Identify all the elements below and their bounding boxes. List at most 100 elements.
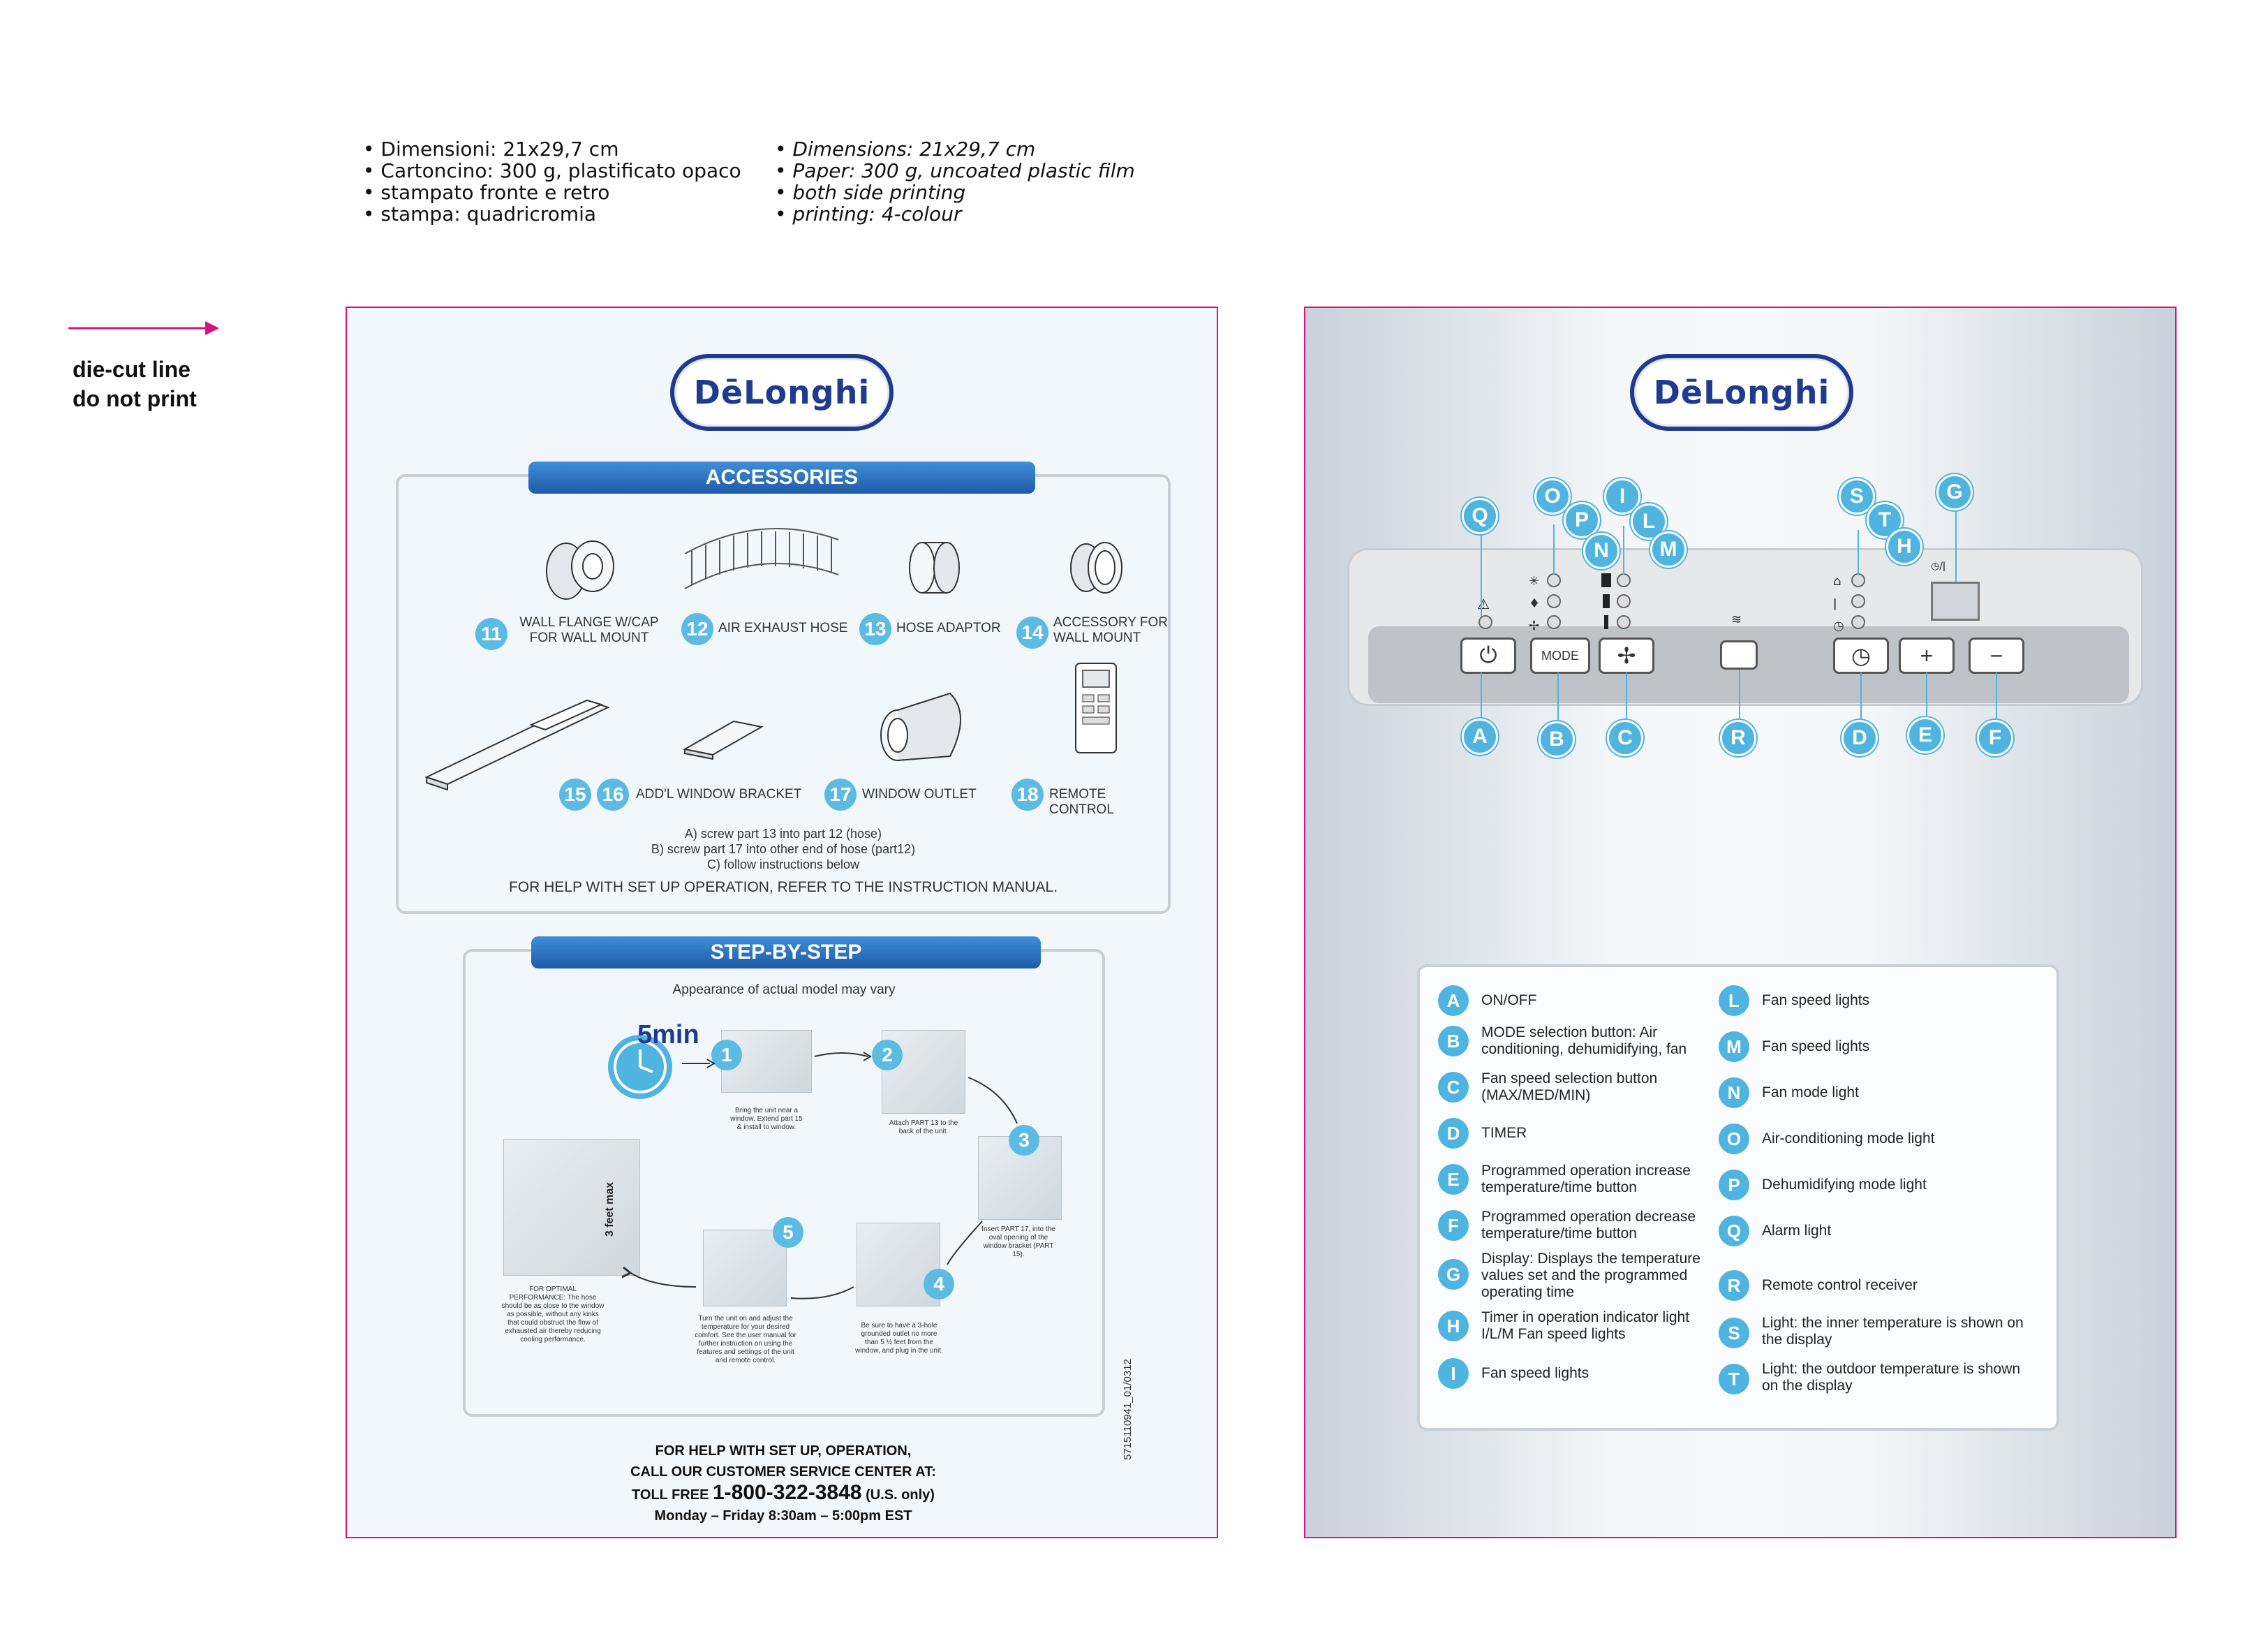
legend-text: Fan speed selection button (MAX/MED/MIN) [1481, 1070, 1658, 1103]
callout-line [1955, 510, 1957, 582]
part-number-badge: 12 [681, 613, 713, 645]
step-by-step-box: STEP-BY-STEP Appearance of actual model … [463, 936, 1105, 1417]
callout-f: F [1977, 720, 2013, 756]
speed-med-led [1617, 594, 1631, 608]
legend-badge: L [1719, 985, 1749, 1016]
part-number-badge: 18 [1011, 779, 1044, 811]
legend-text: Remote control receiver [1762, 1277, 1918, 1293]
callout-p: P [1564, 502, 1600, 538]
remote-receiver [1720, 640, 1758, 670]
callout-line [1557, 672, 1559, 724]
callout-line [1926, 672, 1927, 720]
wifi-icon: ≋ [1731, 612, 1742, 627]
us-only-label: (U.S. only) [866, 1487, 935, 1503]
legend-badge: M [1719, 1031, 1749, 1062]
part-number-badge: 11 [475, 618, 507, 650]
spec-line: • printing: 4-colour [775, 202, 962, 226]
callout-line [1858, 530, 1859, 575]
outdoor-temp-led [1851, 594, 1865, 608]
callout-n: N [1583, 533, 1620, 569]
optimal-note: FOR OPTIMAL PERFORMANCE: The hose should… [501, 1286, 605, 1343]
instruction-line: A) screw part 13 into part 12 (hose) [684, 827, 882, 841]
legend-badge: G [1438, 1259, 1469, 1290]
spec-line: • Cartoncino: 300 g, plastificato opaco [363, 159, 741, 182]
power-button[interactable]: ⏻ [1460, 638, 1516, 674]
callout-o: O [1534, 478, 1571, 515]
drop-icon: ♦ [1529, 596, 1541, 611]
callout-line [1860, 672, 1862, 723]
step-text: Turn the unit on and adjust the temperat… [695, 1315, 796, 1364]
callout-line [1553, 524, 1555, 575]
legend-badge: D [1438, 1118, 1469, 1149]
inner-temp-led [1851, 573, 1865, 587]
ac-mode-led [1547, 573, 1561, 587]
legend-badge: R [1719, 1270, 1749, 1301]
legend-badge: B [1438, 1026, 1469, 1056]
wall-flange-icon [546, 540, 614, 600]
speed-max-icon [1601, 573, 1611, 587]
legend-badge: N [1719, 1077, 1749, 1108]
phone-number[interactable]: 1-800-322-3848 [712, 1481, 862, 1504]
part-label: WALL FLANGE W/CAP FOR WALL MOUNT [519, 615, 659, 645]
decrease-button[interactable]: − [1969, 638, 2024, 674]
support-line: CALL OUR CUSTOMER SERVICE CENTER AT: [630, 1464, 936, 1480]
legend-badge: E [1438, 1164, 1469, 1195]
step-badge: 1 [711, 1040, 742, 1070]
dieline-line: do not print [73, 386, 197, 411]
clock-small-icon: ◷ [1833, 619, 1844, 633]
step-badge: 2 [872, 1040, 903, 1070]
legend-text: Fan speed lights [1762, 992, 1870, 1008]
support-line: FOR HELP WITH SET UP, OPERATION, [655, 1443, 912, 1459]
callout-g: G [1936, 474, 1973, 510]
legend-badge: Q [1719, 1216, 1749, 1246]
front-panel: DēLonghi ACCESSORIES 11 WALL FLANG [346, 307, 1218, 1538]
window-bracket-icon [424, 699, 610, 791]
mode-icons: ✳♦✢ [1529, 570, 1540, 638]
brand-logo: DēLonghi [670, 354, 894, 431]
part-number-badge: 14 [1016, 617, 1048, 649]
spec-line: • both side printing [775, 181, 966, 204]
increase-button[interactable]: + [1899, 638, 1955, 674]
legend-text: Display: Displays the temperature values… [1481, 1251, 1700, 1300]
display-mode-icons: ⌂ǀ◷ [1833, 570, 1844, 638]
part-number-badge: 15 [559, 779, 591, 811]
legend-text: ON/OFF [1481, 992, 1537, 1008]
brand-name: DēLonghi [693, 374, 870, 411]
part-label: HOSE ADAPTOR [896, 621, 1001, 635]
spec-line: • Paper: 300 g, uncoated plastic film [775, 159, 1135, 182]
callout-h: H [1886, 529, 1922, 565]
step-flow-arrows [621, 1052, 1018, 1299]
legend-text: TIMER [1481, 1125, 1527, 1141]
fan-speed-button[interactable]: ✢ [1599, 638, 1654, 674]
timer-button[interactable]: ◷ [1833, 638, 1889, 674]
phone-line: TOLL FREE 1-800-322-3848 (U.S. only) [347, 1482, 1220, 1505]
step-text: Attach PART 13 to the back of the unit. [889, 1119, 958, 1135]
instruction-line: C) follow instructions below [706, 857, 860, 871]
speed-med-icon [1603, 594, 1610, 608]
callout-a: A [1462, 719, 1498, 755]
mode-button[interactable]: MODE [1530, 638, 1590, 674]
legend-badge: T [1719, 1364, 1749, 1394]
step-by-step-title: STEP-BY-STEP [531, 936, 1041, 968]
window-outlet-icon [880, 692, 961, 761]
snowflake-icon: ✳ [1529, 574, 1540, 589]
alarm-icon: ⚠ [1477, 596, 1490, 612]
callout-m: M [1650, 531, 1687, 568]
legend-text: Programmed operation decrease temperatur… [1481, 1209, 1696, 1242]
part-label: ACCESSORY FOR WALL MOUNT [1053, 615, 1169, 645]
spec-line: • Dimensions: 21x29,7 cm [775, 138, 1036, 161]
spec-line: • Dimensioni: 21x29,7 cm [363, 138, 619, 161]
wall-mount-accessory-icon [1070, 542, 1122, 594]
speed-min-icon [1604, 615, 1608, 629]
part-label: WINDOW OUTLET [862, 787, 977, 802]
accessories-title: ACCESSORIES [528, 462, 1035, 494]
callout-e: E [1907, 717, 1943, 753]
legend-text: Timer in operation indicator light I/L/M… [1481, 1309, 1690, 1342]
temperature-display [1931, 582, 1980, 621]
hose-icon [684, 528, 839, 589]
legend-text: Fan speed lights [1481, 1365, 1589, 1381]
callout-line [1481, 519, 1482, 617]
callout-line [1481, 672, 1482, 721]
callout-d: D [1841, 720, 1878, 756]
toll-free-label: TOLL FREE [632, 1487, 709, 1503]
